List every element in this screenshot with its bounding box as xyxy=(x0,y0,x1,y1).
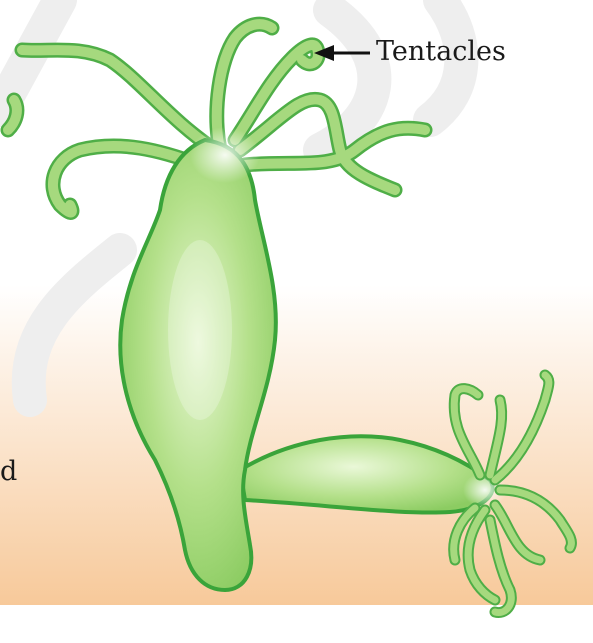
tentacles-arrow xyxy=(314,45,370,61)
bud xyxy=(237,369,577,618)
hydra-body xyxy=(118,137,278,593)
bud-label-fragment: d xyxy=(0,456,18,487)
hypostome-glow xyxy=(190,127,260,183)
main-tentacles xyxy=(0,16,433,220)
tentacles-label: Tentacles xyxy=(376,36,506,67)
